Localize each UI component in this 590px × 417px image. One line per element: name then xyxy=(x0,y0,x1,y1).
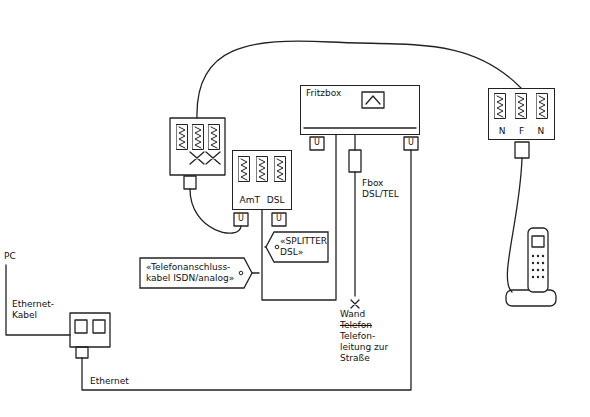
node-text: «SPLITTER DSL» xyxy=(280,236,324,258)
node-text: Fritzbox xyxy=(306,88,414,99)
tae-socket-box: NFN xyxy=(488,88,555,140)
node-text: DSL xyxy=(267,195,285,206)
tag-hole xyxy=(275,245,279,249)
pc-cable xyxy=(6,265,70,335)
node-text: N xyxy=(538,126,545,137)
phone-cable xyxy=(197,41,521,118)
plug xyxy=(310,137,324,150)
tag-outline xyxy=(266,232,328,262)
node-text: AmT xyxy=(239,195,259,206)
wall-line xyxy=(354,172,355,296)
tag-outline xyxy=(140,258,252,288)
phone-base xyxy=(506,290,556,306)
plug-mark: U xyxy=(310,137,324,149)
tae-socket xyxy=(170,118,225,175)
note-text: Wand xyxy=(340,309,396,320)
cable-tag: «Telefonanschluss- kabel ISDN/analog» xyxy=(140,258,252,288)
cable-connector xyxy=(262,135,336,300)
ethernet-socket xyxy=(70,313,110,347)
router-box: Fritzbox xyxy=(300,85,420,135)
node-text: N xyxy=(499,126,506,137)
plug-mark: U xyxy=(234,213,248,225)
ethernet-cable xyxy=(82,150,411,390)
note-text: Telefon- leitung zur Straße xyxy=(340,331,398,364)
plug xyxy=(234,213,248,226)
phone-handset xyxy=(528,228,548,292)
cable-label: Ethernet- Kabel xyxy=(12,299,64,321)
plug-mark: U xyxy=(272,213,286,225)
cable-label: Ethernet xyxy=(90,376,150,387)
splitter-box: AmT DSL xyxy=(232,150,292,210)
note-text: Telefon xyxy=(340,320,396,331)
tag-hole xyxy=(239,271,243,275)
cable-tag: «SPLITTER DSL» xyxy=(266,232,328,262)
node-text: F xyxy=(519,126,524,137)
connector-label: Fbox DSL/TEL xyxy=(362,178,406,200)
tae-cable xyxy=(190,189,241,233)
plug xyxy=(349,150,361,172)
phone-cord xyxy=(507,158,522,292)
plug xyxy=(272,213,286,226)
plug xyxy=(404,137,418,150)
plug-mark: U xyxy=(404,137,418,149)
device-label: PC xyxy=(4,251,34,262)
node-text: «Telefonanschluss- kabel ISDN/analog» xyxy=(146,262,240,284)
